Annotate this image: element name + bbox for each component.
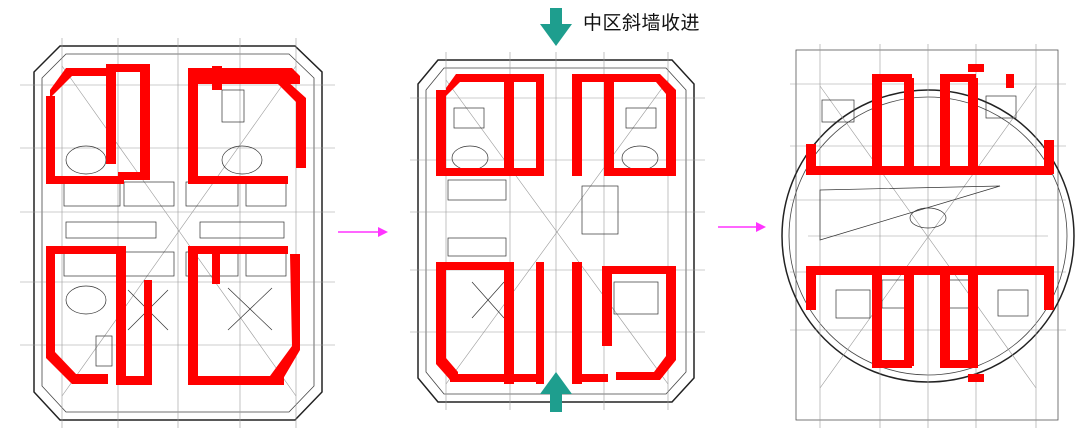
magenta-right-arrow-icon <box>338 227 388 237</box>
plan-3-square-outline <box>795 49 1059 421</box>
plan-1-rooms <box>63 89 287 367</box>
floor-plan-3 <box>781 44 1075 428</box>
floor-plan-2 <box>410 52 705 410</box>
teal-down-arrow-icon <box>540 8 572 46</box>
teal-up-arrow-icon <box>540 372 572 412</box>
plan-2-rooms <box>447 107 659 319</box>
plan-1-inner-outline <box>41 53 315 413</box>
floor-plan-1 <box>20 38 335 428</box>
plan-2-outline <box>417 59 695 403</box>
caption-text: 中区斜墙收进 <box>583 12 701 34</box>
plan-2-inner-outline <box>425 67 687 395</box>
plan-2-grid <box>410 52 705 410</box>
plan-1-outline <box>33 45 323 421</box>
plan-3-grid <box>790 44 1066 428</box>
magenta-right-arrow-2-icon <box>718 222 766 232</box>
plan-1-core-walls <box>46 64 306 385</box>
plan-3-core-walls <box>806 64 1054 382</box>
plan-2-core-walls <box>436 74 676 384</box>
